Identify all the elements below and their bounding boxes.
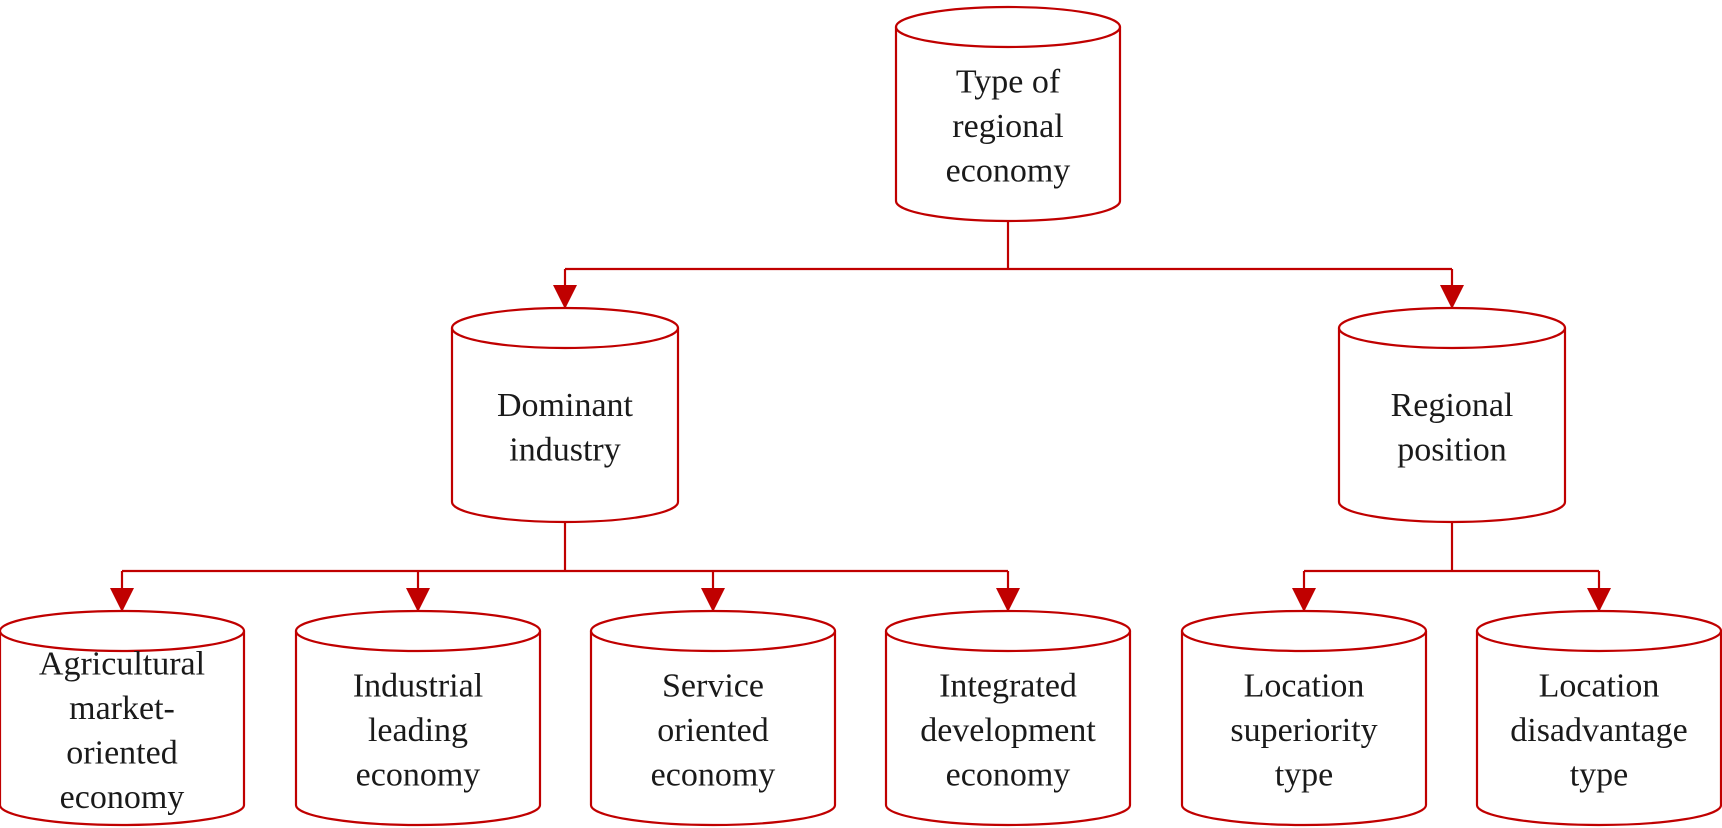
- node-agricultural-label-line: oriented: [66, 734, 177, 771]
- node-service-top: [589, 609, 837, 653]
- node-location-superiority-label-line: superiority: [1230, 712, 1377, 749]
- node-location-superiority-label-line: Location: [1244, 668, 1365, 705]
- node-service-body: [589, 631, 837, 827]
- connectors: [110, 221, 1611, 612]
- arrow-head: [1292, 588, 1316, 612]
- node-dominant-industry-top: [450, 306, 680, 350]
- node-industrial-top: [294, 609, 542, 653]
- node-integrated-body: [884, 631, 1132, 827]
- node-agricultural-label-line: economy: [60, 779, 185, 816]
- root-node-body: [894, 27, 1122, 223]
- node-location-disadvantage-body: [1475, 631, 1722, 827]
- arrow-head: [1587, 588, 1611, 612]
- node-industrial-label-line: leading: [368, 712, 468, 749]
- node-industrial-label-line: economy: [356, 757, 481, 794]
- node-dominant-industry-label-line: industry: [509, 431, 620, 468]
- node-integrated-top: [884, 609, 1132, 653]
- arrow-head: [1440, 285, 1464, 309]
- node-location-superiority-top: [1180, 609, 1428, 653]
- node-integrated-label-line: development: [920, 712, 1096, 749]
- node-regional-position-body: [1337, 328, 1567, 524]
- node-agricultural-top: [0, 609, 246, 653]
- node-integrated: Integrated development economy: [884, 609, 1132, 827]
- node-agricultural: Agricultural market-oriented economy: [0, 609, 246, 827]
- node-dominant-industry: Dominant industry: [450, 306, 680, 524]
- node-service-label-line: Service: [662, 668, 764, 705]
- arrow-head: [406, 588, 430, 612]
- node-location-disadvantage: Location disadvantage type: [1475, 609, 1722, 827]
- node-agricultural-body: [0, 631, 246, 827]
- node-location-disadvantage-label-line: disadvantage: [1510, 712, 1688, 749]
- node-dominant-industry-label-line: Dominant: [497, 387, 634, 424]
- node-agricultural-label-line: market-: [69, 690, 175, 727]
- arrow-head: [701, 588, 725, 612]
- node-dominant-industry-body: [450, 328, 680, 524]
- node-integrated-label-line: Integrated: [939, 668, 1077, 705]
- node-industrial-label-line: Industrial: [353, 668, 483, 705]
- nodes: Type ofregionaleconomyDominantindustryRe…: [0, 5, 1722, 827]
- node-service-label-line: economy: [651, 757, 776, 794]
- node-industrial: Industrial leading economy: [294, 609, 542, 827]
- node-regional-position: Regional position: [1337, 306, 1567, 524]
- node-integrated-label-line: economy: [946, 757, 1071, 794]
- node-service-label-line: oriented: [657, 712, 768, 749]
- arrow-head: [553, 285, 577, 309]
- node-regional-position-label-line: position: [1397, 431, 1507, 468]
- arrow-head: [996, 588, 1020, 612]
- root-node-label-line: economy: [946, 153, 1071, 190]
- node-location-disadvantage-label-line: type: [1570, 757, 1629, 794]
- node-service: Service oriented economy: [589, 609, 837, 827]
- node-location-disadvantage-top: [1475, 609, 1722, 653]
- node-industrial-body: [294, 631, 542, 827]
- root-node-top: [894, 5, 1122, 49]
- node-location-superiority-label-line: type: [1275, 757, 1334, 794]
- arrow-head: [110, 588, 134, 612]
- node-regional-position-top: [1337, 306, 1567, 350]
- root-node-label-line: Type of: [956, 64, 1061, 101]
- root-node-label-line: regional: [952, 108, 1063, 145]
- node-location-superiority: Location superiority type: [1180, 609, 1428, 827]
- root-node: Type of regional economy: [894, 5, 1122, 223]
- node-regional-position-label-line: Regional: [1391, 387, 1514, 424]
- node-agricultural-label-line: Agricultural: [39, 645, 205, 682]
- node-location-disadvantage-label-line: Location: [1539, 668, 1660, 705]
- node-location-superiority-body: [1180, 631, 1428, 827]
